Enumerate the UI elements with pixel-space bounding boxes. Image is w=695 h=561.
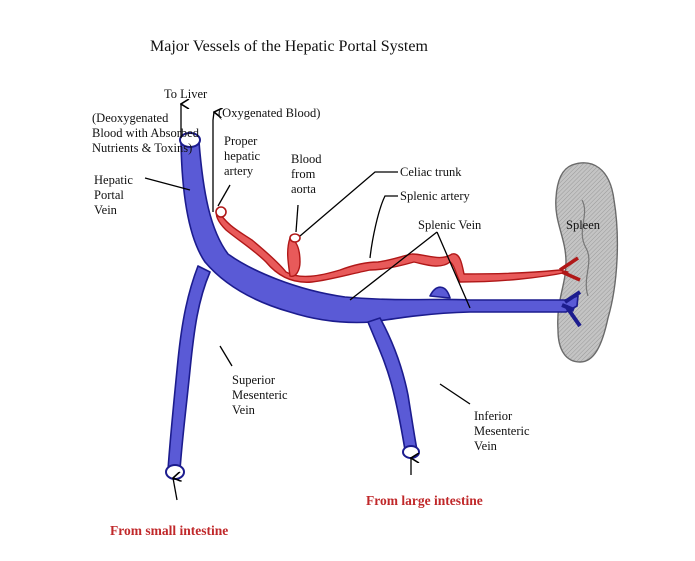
label-hepatic-portal-vein-3: Vein — [94, 203, 118, 217]
label-superior-mesenteric-vein-3: Vein — [232, 403, 256, 417]
vein-network — [167, 141, 579, 471]
label-splenic-artery: Splenic artery — [400, 189, 471, 203]
label-deoxygenated-3: Nutrients & Toxins) — [92, 141, 192, 155]
inferior-mesenteric-vein — [367, 317, 418, 451]
label-hepatic-portal-vein-1: Hepatic — [94, 173, 133, 187]
label-proper-hepatic-artery-3: artery — [224, 164, 254, 178]
label-from-large-intestine: From large intestine — [366, 493, 483, 508]
label-celiac-trunk: Celiac trunk — [400, 165, 462, 179]
label-proper-hepatic-artery-1: Proper — [224, 134, 258, 148]
label-hepatic-portal-vein-2: Portal — [94, 188, 124, 202]
label-deoxygenated-1: (Deoxygenated — [92, 111, 169, 125]
label-inferior-mesenteric-vein-2: Mesenteric — [474, 424, 530, 438]
label-to-liver: To Liver — [164, 87, 208, 101]
celiac-trunk — [287, 237, 301, 277]
label-superior-mesenteric-vein-2: Mesenteric — [232, 388, 288, 402]
smv-opening — [165, 464, 185, 480]
superior-mesenteric-vein — [167, 265, 211, 471]
splenic-artery — [215, 209, 569, 283]
label-inferior-mesenteric-vein-3: Vein — [474, 439, 498, 453]
label-from-small-intestine: From small intestine — [110, 523, 228, 538]
label-superior-mesenteric-vein-1: Superior — [232, 373, 276, 387]
imv-opening — [402, 445, 420, 459]
label-blood-from-aorta-1: Blood — [291, 152, 322, 166]
label-proper-hepatic-artery-2: hepatic — [224, 149, 261, 163]
proper-hepatic-artery-opening — [215, 206, 227, 218]
aorta-opening — [289, 233, 301, 243]
hepatic-portal-vein — [180, 141, 579, 324]
label-splenic-vein: Splenic Vein — [418, 218, 482, 232]
label-oxygenated-blood: (Oxygenated Blood) — [218, 106, 320, 120]
label-spleen: Spleen — [566, 218, 601, 232]
label-blood-from-aorta-3: aorta — [291, 182, 316, 196]
label-deoxygenated-2: Blood with Absorbed — [92, 126, 200, 140]
diagram-title: Major Vessels of the Hepatic Portal Syst… — [150, 38, 428, 55]
artery-network — [215, 209, 569, 283]
portal-vein-opening — [179, 132, 201, 148]
label-inferior-mesenteric-vein-1: Inferior — [474, 409, 513, 423]
spleen-organ — [555, 162, 619, 363]
label-blood-from-aorta-2: from — [291, 167, 316, 181]
